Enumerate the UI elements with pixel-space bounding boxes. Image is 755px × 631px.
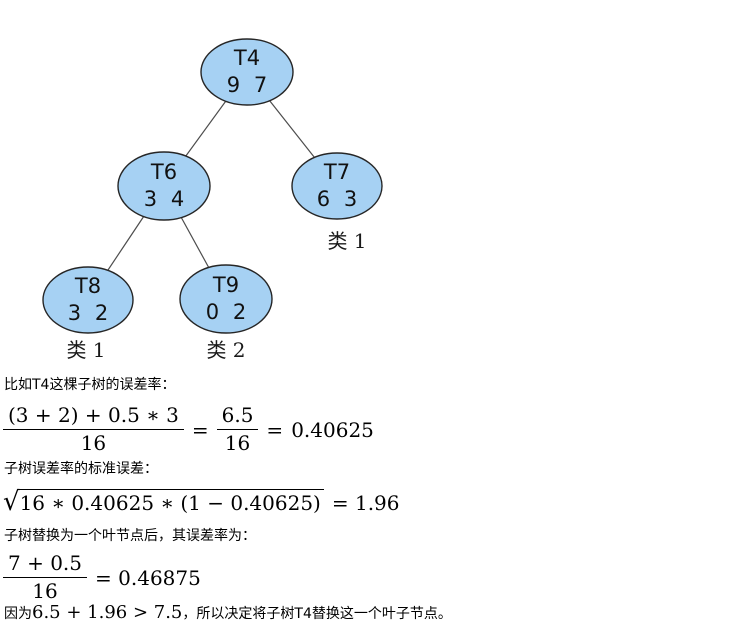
formula-leaf-error-rate: 7 + 0.5 16 = 0.46875 bbox=[3, 552, 201, 603]
node-t9-counts: 0 2 bbox=[205, 300, 247, 324]
radical-sign: √ bbox=[3, 487, 20, 517]
formula-1-result: 0.40625 bbox=[291, 417, 374, 442]
node-t7-counts: 6 3 bbox=[316, 187, 358, 211]
fraction-3-denominator: 16 bbox=[3, 577, 88, 603]
fraction-2-denominator: 16 bbox=[216, 429, 259, 455]
tree-node-ellipse-t9 bbox=[179, 264, 273, 334]
conclusion-prefix: 因为 bbox=[4, 606, 32, 622]
formula-3-result: = 0.46875 bbox=[95, 565, 201, 590]
node-t6-counts: 3 4 bbox=[143, 187, 185, 211]
tree-node-t7: T7 6 3 bbox=[277, 159, 397, 213]
tree-node-t6: T6 3 4 bbox=[104, 159, 224, 213]
fraction-3: 7 + 0.5 16 bbox=[3, 551, 88, 603]
tree-node-ellipse-t7 bbox=[291, 152, 383, 220]
node-t4-counts: 9 7 bbox=[226, 73, 268, 97]
formula-subtree-error-rate: (3 + 2) + 0.5 ∗ 3 16 = 6.5 16 = 0.40625 bbox=[3, 404, 374, 455]
paragraph-leaf-replacement: 子树替换为一个叶节点后，其误差率为： bbox=[4, 528, 256, 544]
node-t8-counts: 3 2 bbox=[67, 301, 109, 325]
paragraph-conclusion: 因为6.5 + 1.96 > 7.5，所以决定将子树T4替换这一个叶子节点。 bbox=[4, 602, 452, 625]
paragraph-subtree-error-rate: 比如T4这棵子树的误差率： bbox=[4, 377, 176, 393]
conclusion-inline-math: 6.5 + 1.96 > 7.5 bbox=[32, 602, 183, 623]
tree-node-ellipse-t4 bbox=[200, 38, 294, 106]
tree-node-t4: T4 9 7 bbox=[187, 45, 307, 99]
node-t8-label: T8 bbox=[74, 274, 102, 298]
fraction-1-numerator: (3 + 2) + 0.5 ∗ 3 bbox=[8, 403, 179, 427]
tree-node-ellipse-t8 bbox=[42, 266, 134, 334]
equals-sign: = bbox=[191, 417, 209, 442]
node-t4-label: T4 bbox=[233, 46, 261, 70]
fraction-2: 6.5 16 bbox=[216, 403, 259, 455]
paragraph-standard-error: 子树误差率的标准误差： bbox=[4, 461, 158, 477]
radicand-expression: 16 ∗ 0.40625 ∗ (1 − 0.40625) bbox=[17, 489, 324, 515]
tree-node-t8: T8 3 2 bbox=[28, 273, 148, 327]
node-t6-label: T6 bbox=[150, 160, 178, 184]
fraction-1-denominator: 16 bbox=[3, 429, 184, 455]
tree-node-ellipse-t6 bbox=[117, 151, 211, 221]
conclusion-suffix: ，所以决定将子树T4替换这一个叶子节点。 bbox=[182, 606, 452, 622]
formula-standard-error: √16 ∗ 0.40625 ∗ (1 − 0.40625) = 1.96 bbox=[3, 489, 400, 515]
fraction-3-numerator: 7 + 0.5 bbox=[8, 551, 83, 575]
class-label-t8: 类 1 bbox=[66, 338, 106, 362]
tree-diagram bbox=[42, 38, 383, 334]
class-label-t9: 类 2 bbox=[206, 338, 246, 362]
tree-node-t9: T9 0 2 bbox=[166, 272, 286, 326]
fraction-1: (3 + 2) + 0.5 ∗ 3 16 bbox=[3, 404, 184, 455]
node-t9-label: T9 bbox=[212, 273, 240, 297]
equals-sign: = bbox=[266, 417, 284, 442]
fraction-2-numerator: 6.5 bbox=[221, 403, 254, 427]
node-t7-label: T7 bbox=[323, 160, 351, 184]
class-label-t7: 类 1 bbox=[327, 229, 367, 253]
formula-2-result: = 1.96 bbox=[331, 491, 400, 515]
